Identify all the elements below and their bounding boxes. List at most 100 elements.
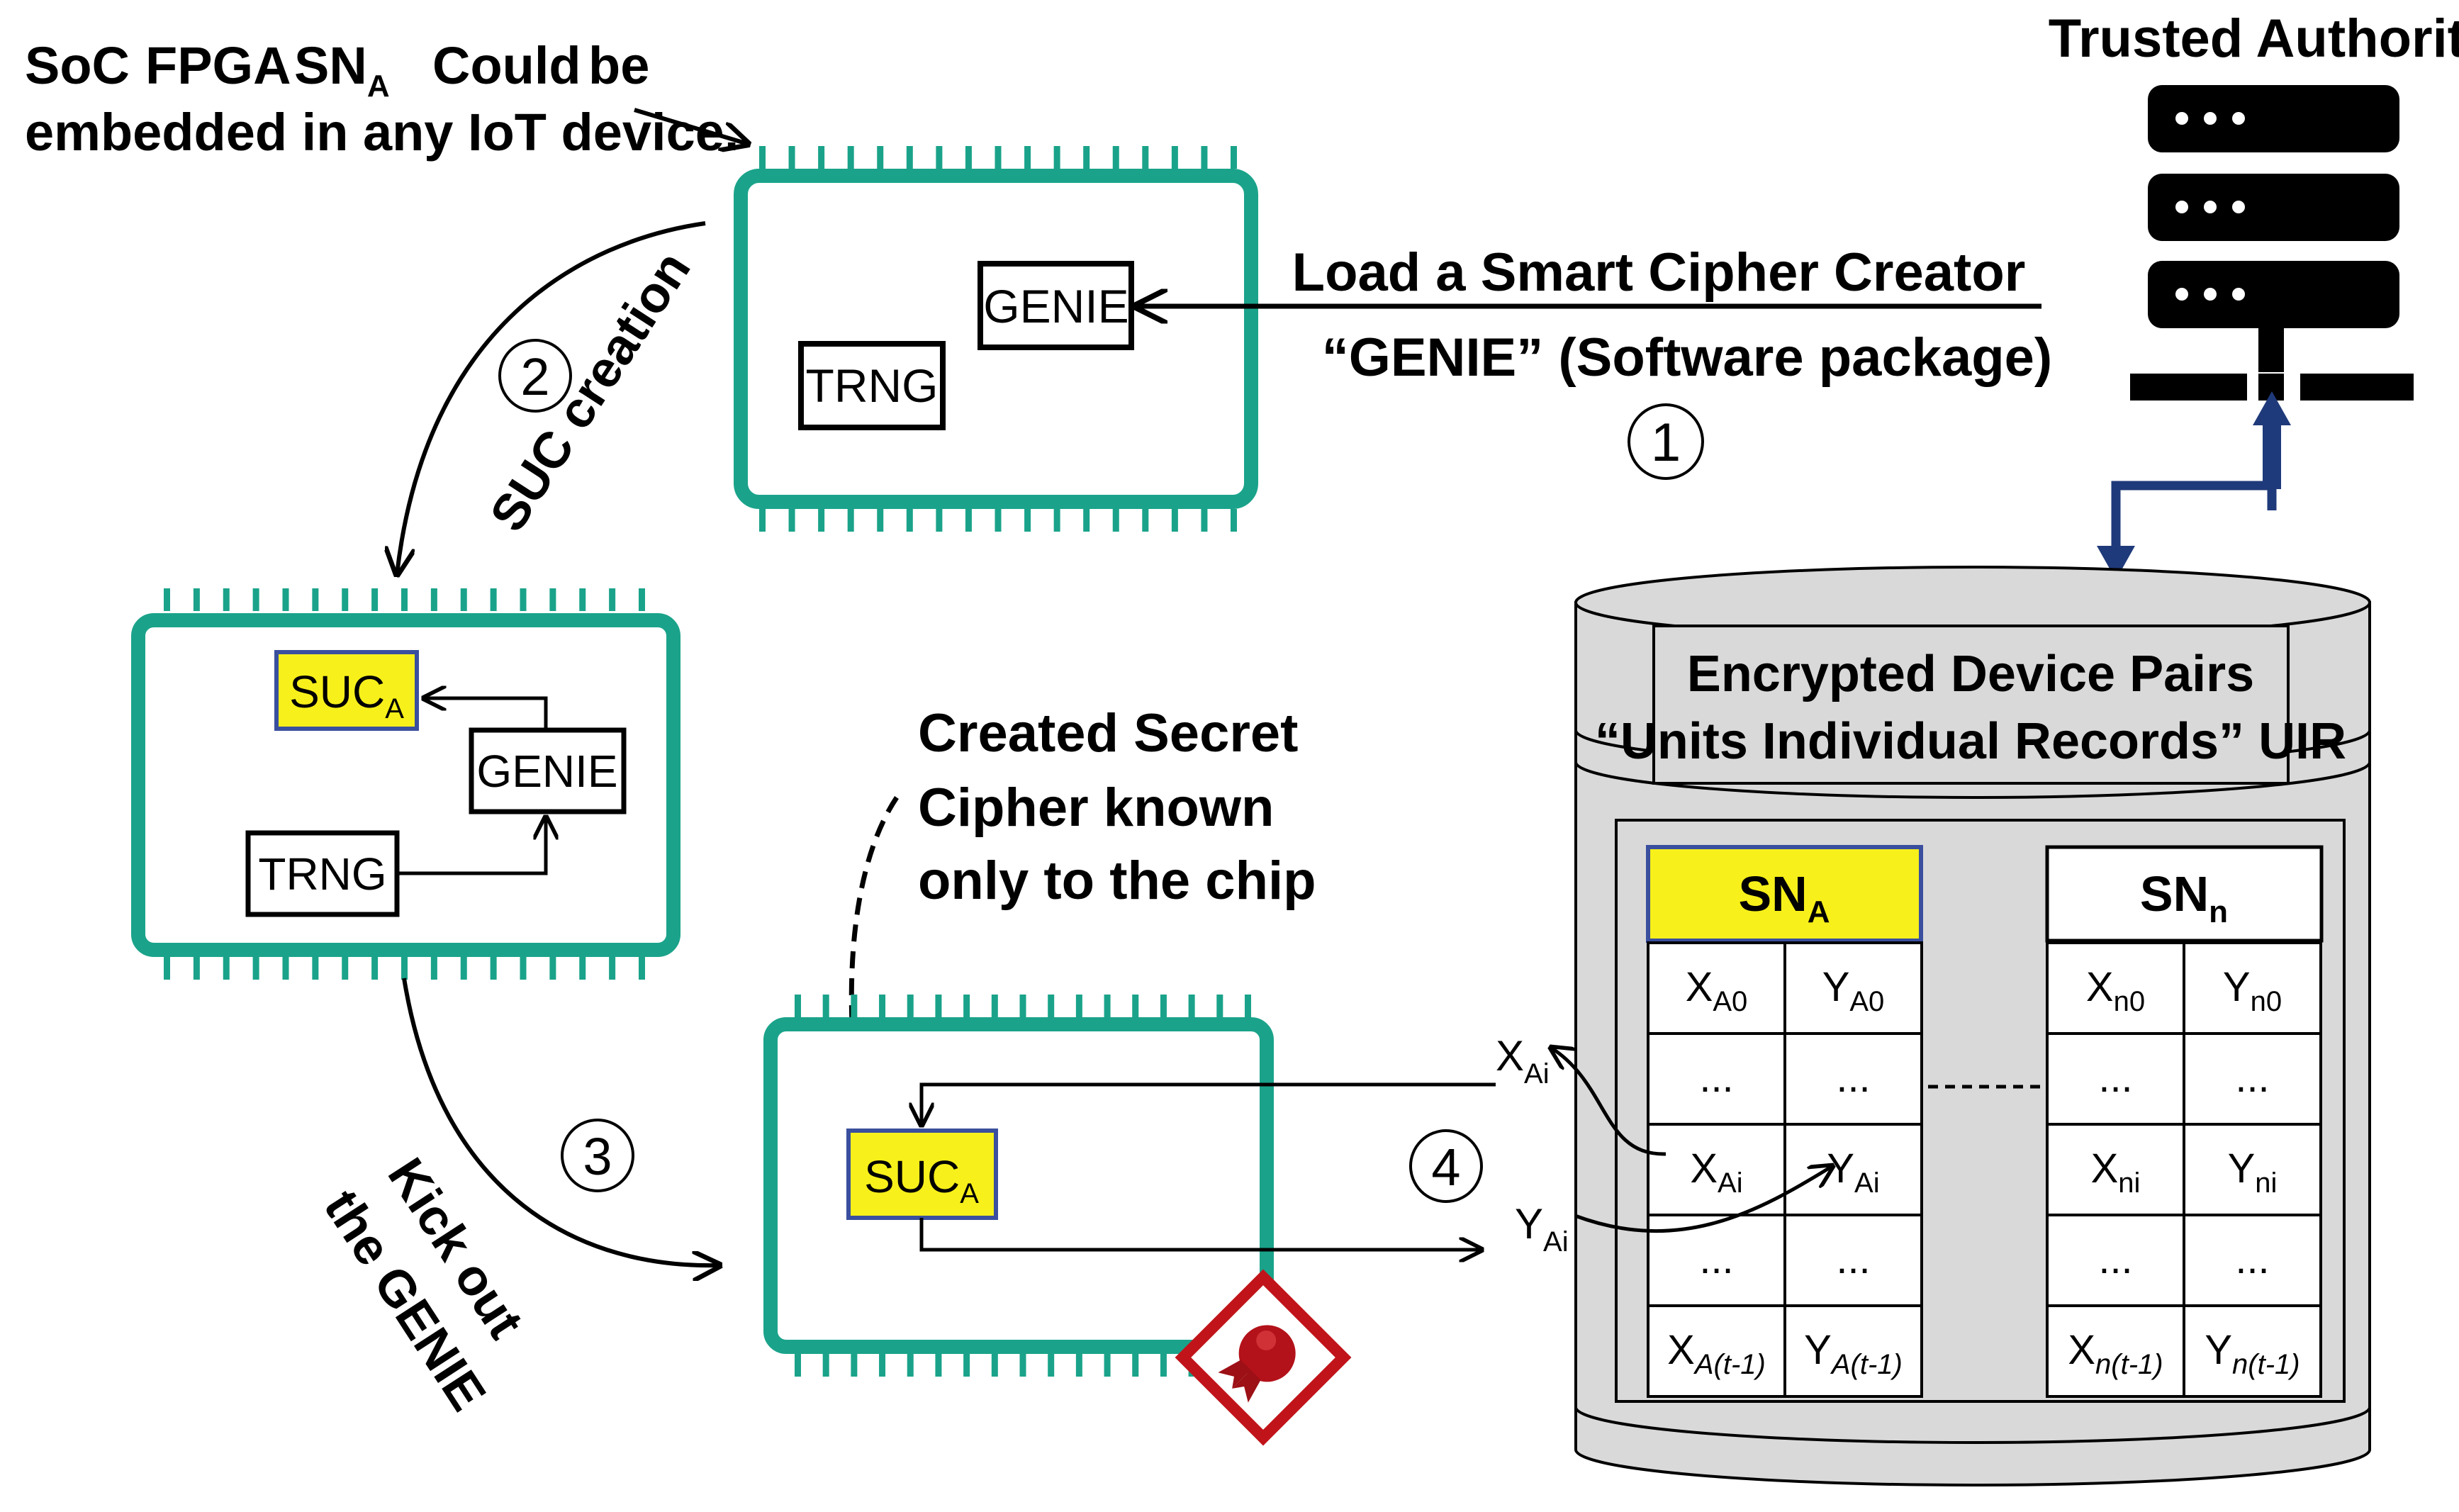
chip-top-pin: [1083, 146, 1090, 169]
sn-n-label: SNn: [2140, 866, 2228, 929]
load-line2: “GENIE” (Software package): [1322, 327, 2053, 388]
sn-a-cell-text: ...: [1836, 1055, 1870, 1101]
chip-top-pin: [759, 146, 766, 169]
note-word-could: Could: [432, 36, 581, 95]
sn-a-header: [1646, 845, 1923, 943]
secret-line1: Created Secret: [918, 703, 1299, 763]
chip-bottom-pin: [1160, 995, 1167, 1017]
sn-n-cell: [2183, 941, 2322, 1035]
chip-bottom-pin: [822, 995, 829, 1017]
note-word-sn: SNA: [294, 36, 390, 103]
load-line1: Load a Smart Cipher Creator: [1292, 242, 2026, 303]
iot-note: SoC FPGA SNA Could be embedded in any Io…: [25, 36, 739, 162]
chip-bottom-pin: [851, 1354, 858, 1377]
chip-top-pin: [1231, 509, 1237, 532]
server-icon: [2130, 85, 2414, 401]
chip-top-pin: [1112, 146, 1119, 169]
chip-left-trng-label: TRNG: [258, 849, 386, 900]
chip-bottom-pin: [1245, 995, 1251, 1017]
step-4-label: 4: [1431, 1138, 1460, 1197]
chip-left-pin: [639, 957, 645, 980]
sn-n-cell-text: Yni: [2228, 1146, 2278, 1199]
chip-top-pin: [936, 146, 943, 169]
sn-n-cell-text: Xni: [2091, 1146, 2141, 1199]
secret-note: Created Secret Cipher known only to the …: [918, 703, 1316, 911]
connector-arrow-down: [2097, 546, 2135, 580]
db-header-line2: “Units Individual Records” UIR: [1595, 713, 2346, 770]
sn-n-header: [2045, 845, 2324, 943]
chip-bottom-pin: [1019, 1354, 1026, 1377]
flow-x-label: XAi: [1496, 1032, 1550, 1090]
step-2-label: 2: [520, 347, 549, 406]
chip-left-suc-label: SUCA: [289, 666, 404, 724]
arrow-suc-creation: [397, 221, 706, 574]
chip-bottom-pin: [1132, 995, 1139, 1017]
chip-bottom-pin: [935, 995, 942, 1017]
chip-bottom-pin: [1132, 1354, 1139, 1377]
chip-bottom-pin: [1104, 1354, 1111, 1377]
chip-left-pin: [164, 588, 170, 611]
lookup-x-arrow: [1551, 1048, 1667, 1156]
compare-y-arrow: [1574, 1166, 1832, 1233]
chip-top-pin: [906, 146, 913, 169]
chip-left-pin: [490, 957, 497, 980]
chip-top-pin: [1053, 146, 1060, 169]
chip-left-pin: [460, 588, 467, 611]
chip-bottom-pin: [991, 995, 998, 1017]
sn-a-cell: [1647, 941, 1786, 1035]
chip-left-pin: [490, 588, 497, 611]
sn-a-cell-text: ...: [1699, 1236, 1733, 1282]
sn-n-cell-text: ...: [2235, 1236, 2269, 1282]
step-1-label: 1: [1651, 413, 1681, 473]
chip-left-pin: [371, 957, 379, 980]
sn-n-cell: [2183, 1123, 2322, 1216]
chip-left-pin: [342, 957, 349, 980]
chip-bottom: SUCA 4: [763, 995, 1496, 1377]
sn-n-cell-text: ...: [2098, 1236, 2132, 1282]
chip-left-pin: [252, 588, 259, 611]
chip-left-genie-box: [469, 727, 627, 814]
chip-left-pin: [520, 957, 527, 980]
chip-left-pin: [639, 588, 645, 611]
chip-top-pin: [877, 146, 884, 169]
chip-top-trng-box: [798, 341, 946, 430]
chip-left-pin: [430, 588, 437, 611]
chip-left-pin: [430, 957, 437, 980]
chip-top-genie-label: GENIE: [983, 280, 1128, 332]
chip-left: SUCA GENIE TRNG: [131, 588, 680, 980]
sn-n-cell-text: ...: [2098, 1055, 2132, 1101]
chip-bottom-pin: [822, 1354, 829, 1377]
step-1-circle: [1628, 403, 1704, 480]
chip-left-pin: [401, 588, 408, 611]
chip-left-pin: [223, 957, 230, 980]
chip-bottom-suc-label: SUCA: [864, 1151, 979, 1209]
sn-a-cell: [1647, 1123, 1786, 1216]
sn-a-cell-text: XA0: [1686, 964, 1748, 1017]
chip-bottom-pin: [1104, 995, 1111, 1017]
chip-bottom-pin: [1048, 1354, 1055, 1377]
chip-bottom-pin: [1188, 995, 1195, 1017]
db-header-line1: Encrypted Device Pairs: [1687, 646, 2254, 702]
chip-top-pin: [877, 509, 884, 532]
chip-bottom-pin: [963, 995, 970, 1017]
sn-a-cell: [1783, 1032, 1923, 1126]
chip-left-pin: [579, 957, 586, 980]
chip-left-pin: [223, 588, 230, 611]
chip-top-pin: [1231, 146, 1237, 169]
chip-left-pin: [282, 588, 289, 611]
chip-bottom-pin: [1075, 1354, 1082, 1377]
sn-n-cell-text: Yn(t-1): [2205, 1327, 2300, 1380]
sn-n-cell-text: ...: [2235, 1055, 2269, 1101]
chip-bottom-pin: [1019, 995, 1026, 1017]
chip-left-genie-label: GENIE: [476, 746, 617, 797]
chip-top: GENIE TRNG: [734, 146, 1258, 532]
note-arrow: [634, 108, 748, 144]
secret-line3: only to the chip: [918, 851, 1316, 911]
sn-n-cell: [2183, 1304, 2322, 1398]
chip-top-pin: [788, 509, 795, 532]
chip-bottom-pin: [907, 995, 914, 1017]
note-word-fpga: FPGA: [145, 36, 291, 95]
chip-left-pin: [312, 957, 319, 980]
chip-top-pin: [1112, 509, 1119, 532]
